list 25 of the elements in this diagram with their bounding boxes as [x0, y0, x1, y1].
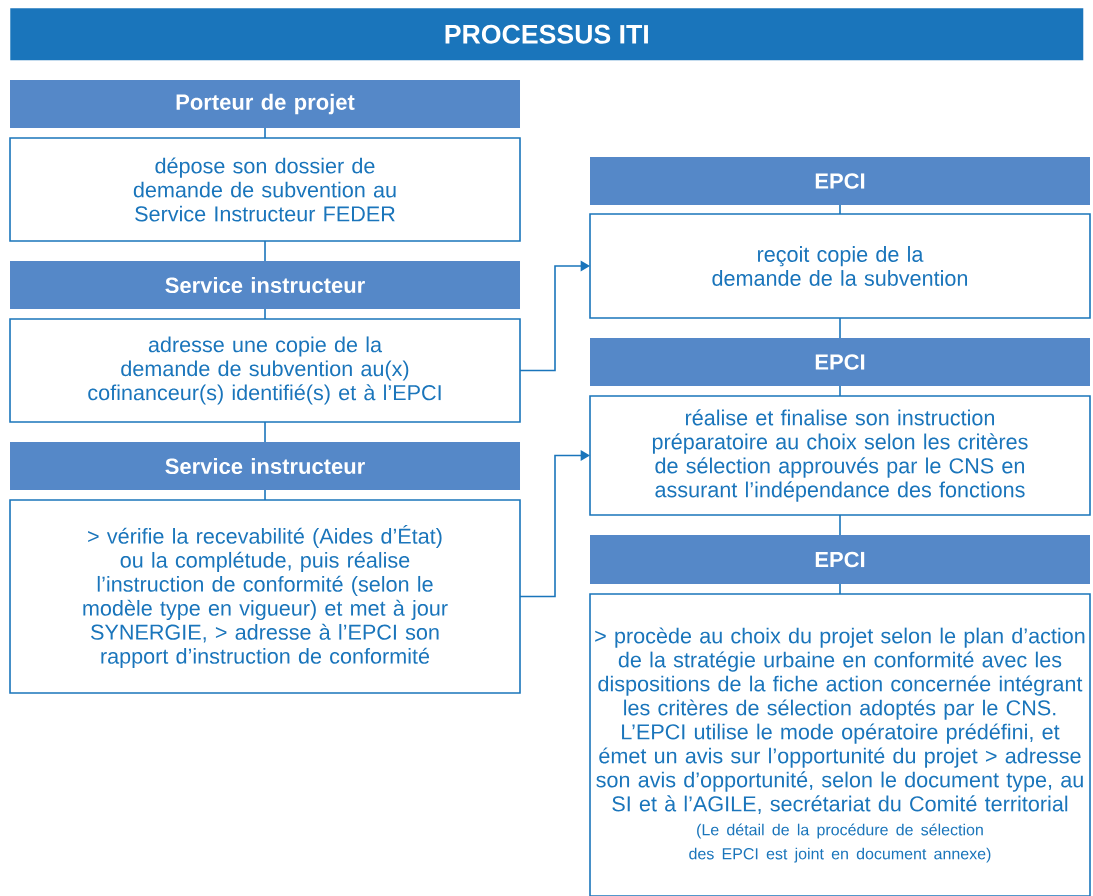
step-box: adresse une copie de la demande de subvention au(x) cofinanceur(s) identifié(s) et à l’EPCI	[9, 318, 521, 423]
connector-line	[264, 421, 266, 443]
actor-header: Service instructeur	[10, 261, 520, 309]
connector-line	[839, 583, 841, 595]
actor-header: EPCI	[590, 157, 1090, 205]
title-banner: PROCESSUS ITI	[10, 8, 1084, 61]
connector-line	[839, 385, 841, 397]
connector-line	[264, 308, 266, 320]
step-box: reçoit copie de la demande de la subvention	[589, 213, 1091, 319]
connector-line	[839, 514, 841, 536]
step-box: dépose son dossier de demande de subvention au Service Instructeur FEDER	[9, 137, 521, 242]
step-box: > vérifie la recevabilité (Aides d’État) ou la complétude, puis réalise l’instruction de conformité (selon le modèle type en vigueur) et met à jour SYNERGIE, > adresse à l’EPCI son rapport d’instruction de conformité	[9, 499, 521, 694]
step-box: > procède au choix du projet selon le plan d’action de la stratégie urbaine en conformité avec les dispositions de la fiche action concernée intégrant les critères de sélection adoptés par le CNS. L’EPCI utilise le mode opératoire prédéfini, et émet un avis sur l’opportunité du projet > adresse son avis d’opportunité, selon le document type, au SI et à l’AGILE, secrétariat du Comité territorial (Le détail de la procédure de sélection des EPCI est joint en document annexe)	[589, 593, 1091, 896]
connector-line	[839, 204, 841, 215]
actor-header: EPCI	[590, 535, 1090, 584]
actor-header: EPCI	[590, 338, 1090, 386]
connector-line	[264, 127, 266, 139]
step-box: réalise et finalise son instruction préparatoire au choix selon les critères de sélection approuvés par le CNS en assurant l’indépendance des fonctions	[589, 395, 1091, 516]
actor-header: Service instructeur	[10, 442, 520, 490]
connector-line	[264, 240, 266, 262]
actor-header: Porteur de projet	[10, 80, 520, 128]
connector-line	[264, 489, 266, 501]
arrow	[519, 260, 590, 372]
arrow	[519, 449, 590, 598]
connector-line	[839, 317, 841, 339]
